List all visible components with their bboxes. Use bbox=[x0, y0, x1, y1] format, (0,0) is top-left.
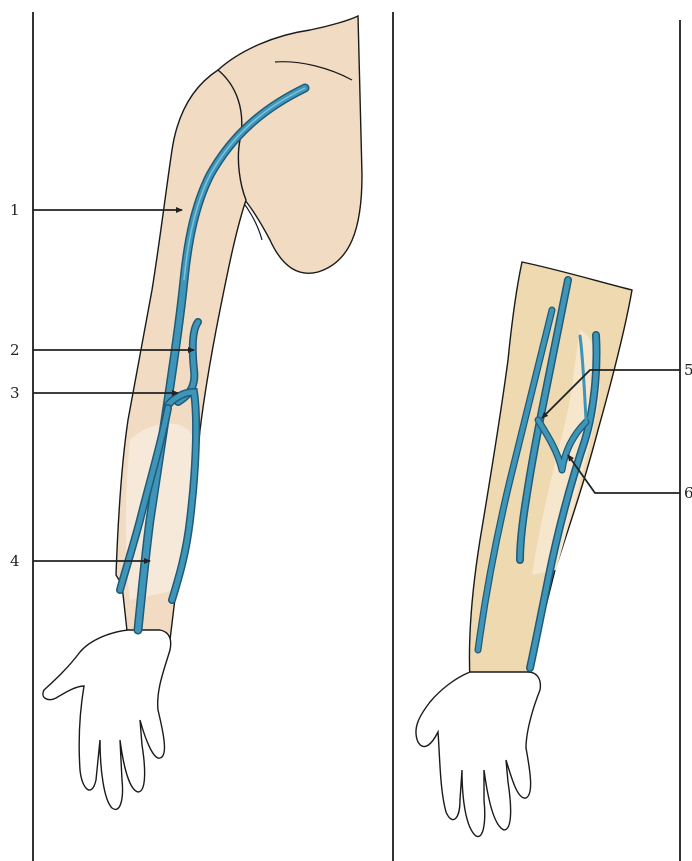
left-arm-illustration bbox=[43, 16, 362, 809]
label-6: 6 bbox=[684, 484, 692, 502]
label-4: 4 bbox=[10, 552, 20, 570]
hand-shape bbox=[43, 630, 171, 809]
label-3: 3 bbox=[10, 384, 20, 402]
label-1: 1 bbox=[10, 201, 20, 219]
label-5: 5 bbox=[684, 361, 692, 379]
label-2: 2 bbox=[10, 341, 20, 359]
right-hand-shape bbox=[416, 672, 540, 837]
